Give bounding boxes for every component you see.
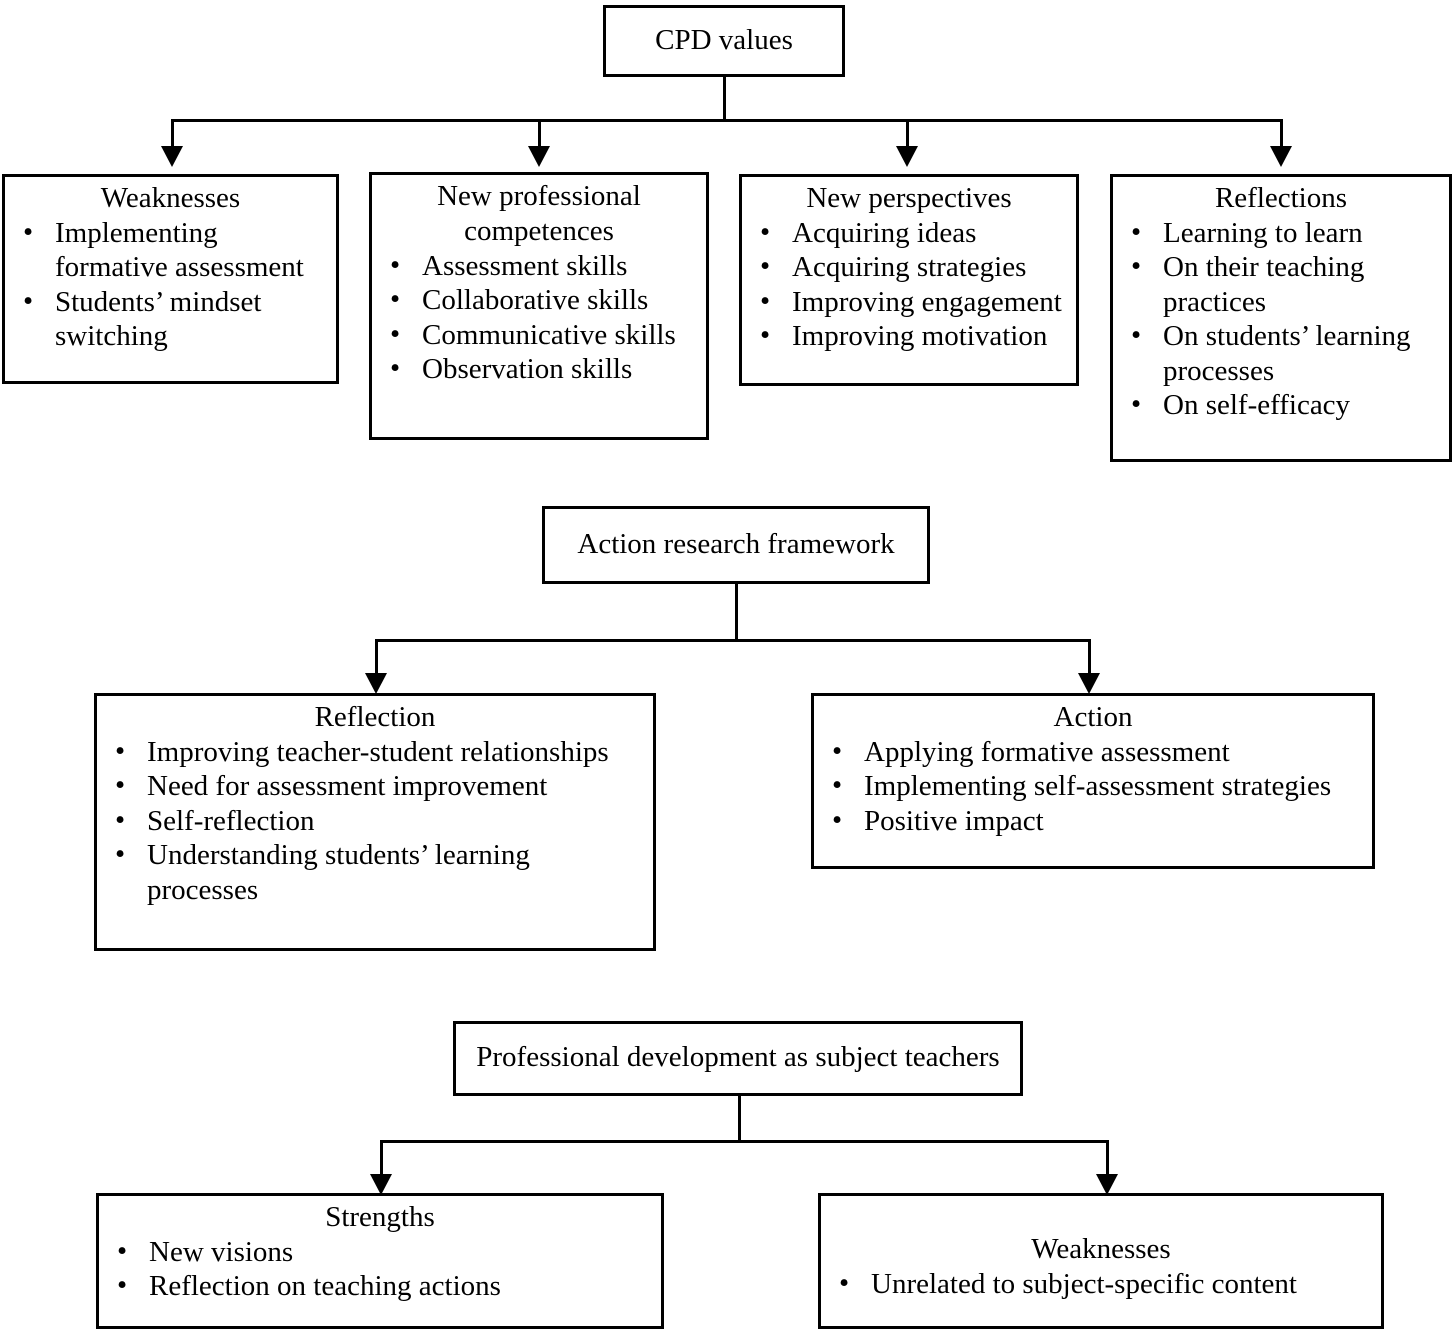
list-item: Assessment skills <box>378 248 700 284</box>
connector-arrow-head-reflections <box>1270 146 1292 167</box>
connector-arrow-head-perspectives <box>896 146 918 167</box>
list-item: Observation skills <box>378 351 700 387</box>
connector-bar-section1 <box>171 119 1283 122</box>
connector-trunk-section2 <box>735 584 738 642</box>
list-item: Reflection on teaching actions <box>105 1268 655 1304</box>
connector-arrow-head-weaknesses <box>161 146 183 167</box>
list-item: Implementing formative assessment <box>11 215 330 285</box>
connector-arrow-head-weaknesses-pd <box>1096 1174 1118 1195</box>
node-new-professional-competences-bullets: Assessment skills Collaborative skills C… <box>378 248 700 387</box>
connector-arrow-shaft-reflection <box>375 639 378 677</box>
node-reflections-bullets: Learning to learn On their teaching prac… <box>1119 215 1443 423</box>
list-item: Improving engagement <box>748 284 1070 320</box>
connector-arrow-head-action <box>1078 673 1100 694</box>
connector-trunk-section1 <box>723 77 726 121</box>
node-professional-development: Professional development as subject teac… <box>453 1021 1023 1096</box>
node-new-perspectives: New perspectives Acquiring ideas Acquiri… <box>739 174 1079 386</box>
node-new-perspectives-title: New perspectives <box>806 182 1012 214</box>
node-reflection-title: Reflection <box>314 701 436 733</box>
connector-arrow-shaft-weaknesses-pd <box>1106 1140 1109 1178</box>
list-item: Students’ mindset switching <box>11 284 330 354</box>
connector-arrow-shaft-weaknesses <box>171 119 174 149</box>
node-cpd-values-label: CPD values <box>655 23 793 56</box>
node-strengths-title: Strengths <box>325 1201 435 1233</box>
list-item: Communicative skills <box>378 317 700 353</box>
list-item: Improving teacher-student relationships <box>103 734 647 770</box>
list-item: On their teaching practices <box>1119 249 1443 319</box>
node-weaknesses-bullets: Implementing formative assessment Studen… <box>11 215 330 354</box>
connector-arrow-shaft-competences <box>538 119 541 149</box>
node-action-research-framework-label: Action research framework <box>577 527 895 560</box>
node-action-title: Action <box>1053 701 1133 733</box>
list-item: Acquiring strategies <box>748 249 1070 285</box>
list-item: Applying formative assessment <box>820 734 1366 770</box>
list-item: Unrelated to subject-specific content <box>827 1266 1375 1302</box>
node-weaknesses: Weaknesses Implementing formative assess… <box>2 174 339 384</box>
connector-arrow-shaft-reflections <box>1280 119 1283 149</box>
connector-arrow-shaft-action <box>1088 639 1091 677</box>
connector-arrow-head-reflection <box>365 673 387 694</box>
node-weaknesses-pd-title: Weaknesses <box>1031 1233 1171 1265</box>
node-new-professional-competences: New professional competences Assessment … <box>369 172 709 440</box>
connector-arrow-shaft-strengths <box>380 1140 383 1178</box>
node-reflection-bullets: Improving teacher-student relationships … <box>103 734 647 908</box>
list-item: On self-efficacy <box>1119 387 1443 423</box>
list-item: Improving motivation <box>748 318 1070 354</box>
node-strengths-bullets: New visions Reflection on teaching actio… <box>105 1234 655 1304</box>
list-item: Acquiring ideas <box>748 215 1070 251</box>
list-item: Learning to learn <box>1119 215 1443 251</box>
node-action-bullets: Applying formative assessment Implementi… <box>820 734 1366 839</box>
list-item: Implementing self-assessment strategies <box>820 768 1366 804</box>
connector-trunk-section3 <box>738 1096 741 1142</box>
node-professional-development-label: Professional development as subject teac… <box>476 1041 1000 1074</box>
list-item: Positive impact <box>820 803 1366 839</box>
node-strengths: Strengths New visions Reflection on teac… <box>96 1193 664 1329</box>
list-item: New visions <box>105 1234 655 1270</box>
connector-bar-section2 <box>375 639 1091 642</box>
node-reflections-title: Reflections <box>1214 182 1348 214</box>
list-item: On students’ learning processes <box>1119 318 1443 388</box>
node-action-research-framework: Action research framework <box>542 506 930 584</box>
connector-bar-section3 <box>380 1140 1109 1143</box>
node-new-perspectives-bullets: Acquiring ideas Acquiring strategies Imp… <box>748 215 1070 354</box>
connector-arrow-head-strengths <box>370 1174 392 1195</box>
node-cpd-values: CPD values <box>603 5 845 77</box>
node-weaknesses-pd: Weaknesses Unrelated to subject-specific… <box>818 1193 1384 1329</box>
connector-arrow-shaft-perspectives <box>906 119 909 149</box>
connector-arrow-head-competences <box>528 146 550 167</box>
node-weaknesses-title: Weaknesses <box>100 182 241 214</box>
node-reflection: Reflection Improving teacher-student rel… <box>94 693 656 951</box>
node-weaknesses-pd-bullets: Unrelated to subject-specific content <box>827 1266 1375 1302</box>
list-item: Need for assessment improvement <box>103 768 647 804</box>
list-item: Understanding students’ learning process… <box>103 837 647 907</box>
list-item: Collaborative skills <box>378 282 700 318</box>
node-action: Action Applying formative assessment Imp… <box>811 693 1375 869</box>
list-item: Self-reflection <box>103 803 647 839</box>
node-new-professional-competences-title: New professional competences <box>437 180 641 247</box>
node-reflections: Reflections Learning to learn On their t… <box>1110 174 1452 462</box>
